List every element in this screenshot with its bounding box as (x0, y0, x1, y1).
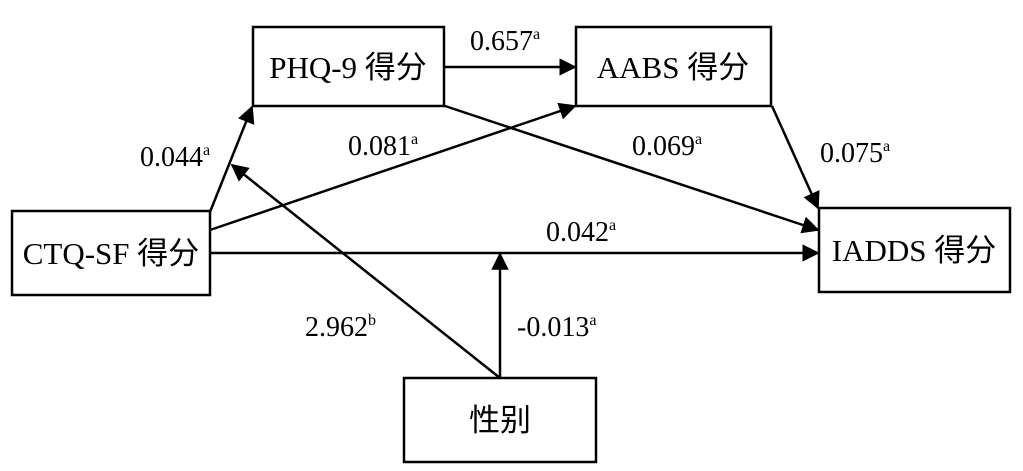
node-gender: 性别 (402, 376, 598, 464)
edge-ctqsf-to-aabs (209, 102, 577, 232)
node-phq9-label: PHQ-9 得分 (269, 50, 427, 85)
edge-ctqsf-to-phq9 (208, 105, 255, 213)
node-iadds: IADDS 得分 (817, 206, 1012, 294)
node-ctqsf-label: CTQ-SF 得分 (23, 236, 200, 271)
coef-phq9-aabs: 0.657a (470, 26, 540, 57)
edge-gender-to-ctqsf-phq9-path (230, 163, 501, 379)
coef-gender-mod1: 2.962b (305, 312, 376, 343)
edge-aabs-to-iadds (770, 105, 820, 210)
coef-phq9-iadds: 0.069a (632, 131, 702, 162)
coef-gender-mod2: -0.013a (517, 312, 596, 343)
node-gender-label: 性别 (469, 403, 531, 438)
coef-ctqsf-phq9: 0.044a (140, 142, 210, 173)
node-iadds-label: IADDS 得分 (832, 233, 996, 268)
edge-phq9-to-iadds (444, 104, 820, 234)
node-aabs: AABS 得分 (574, 25, 773, 108)
coef-ctqsf-iadds: 0.042a (546, 217, 616, 248)
node-aabs-label: AABS 得分 (597, 50, 749, 85)
node-ctqsf: CTQ-SF 得分 (10, 209, 212, 297)
coef-ctqsf-aabs: 0.081a (348, 131, 418, 162)
coef-aabs-iadds: 0.075a (820, 138, 890, 169)
node-phq9: PHQ-9 得分 (251, 25, 446, 108)
